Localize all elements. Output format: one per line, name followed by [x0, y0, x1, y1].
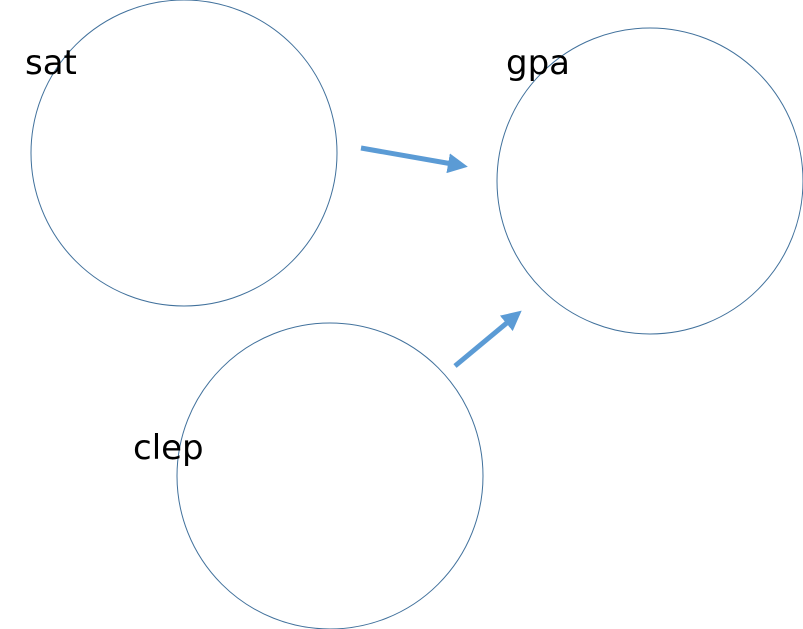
node-sat-label: sat — [25, 43, 77, 83]
arrow-clep-to-gpa — [453, 310, 522, 368]
node-clep-circle — [176, 322, 484, 629]
arrow-sat-to-gpa — [360, 145, 468, 174]
node-gpa-label: gpa — [506, 43, 570, 83]
node-sat-circle — [30, 0, 338, 307]
node-clep-label: clep — [133, 428, 204, 468]
node-gpa-circle — [496, 27, 803, 335]
